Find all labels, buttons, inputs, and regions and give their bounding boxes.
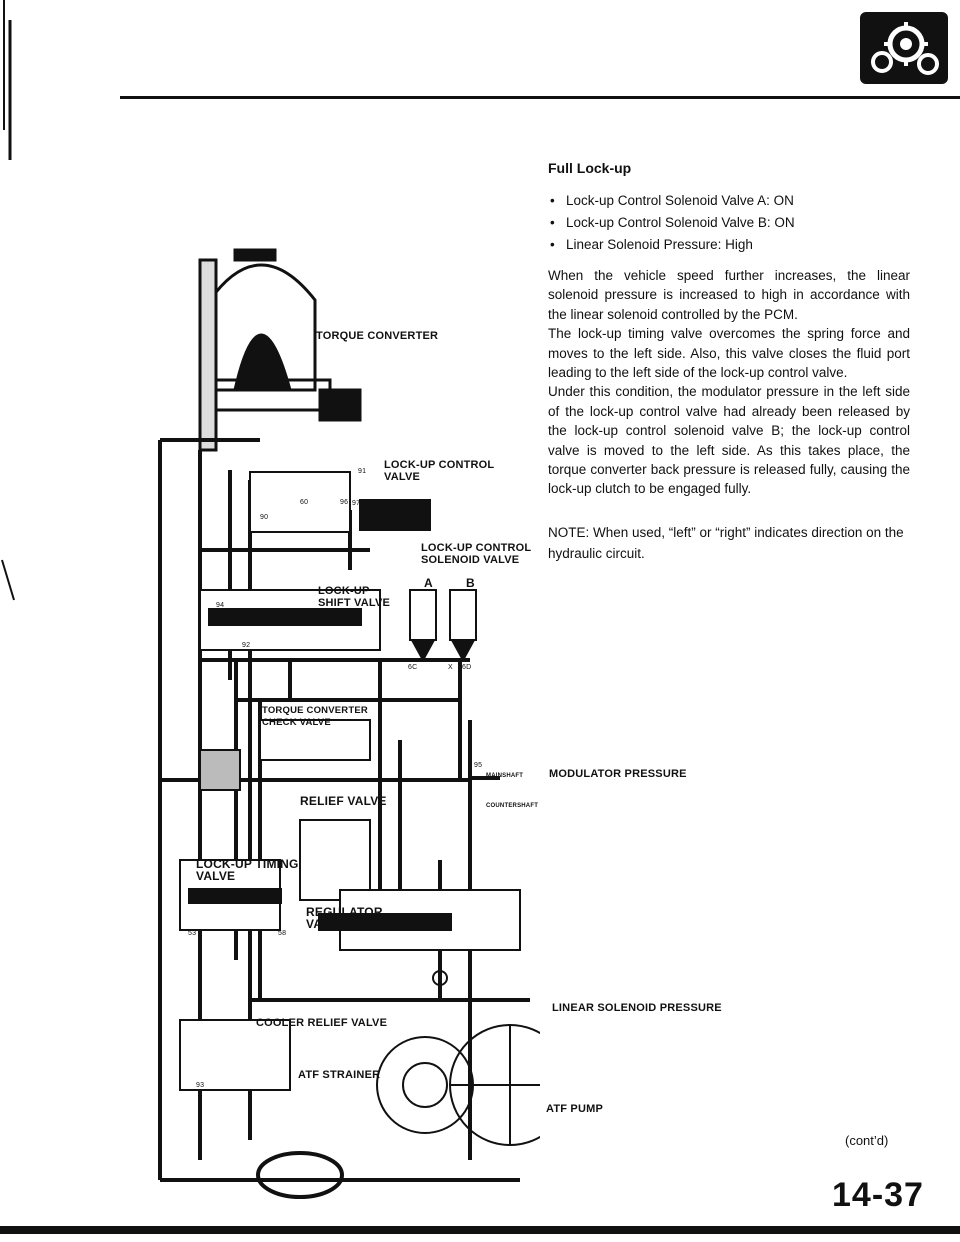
continued-label: (cont’d) (845, 1133, 889, 1148)
mainshaft-label: MAINSHAFT (486, 773, 524, 779)
condition-item: Linear Solenoid Pressure: High (548, 234, 928, 256)
paragraph: When the vehicle speed further increases… (548, 268, 910, 322)
label-line: VALVE (384, 471, 421, 483)
lockup-timing-valve-label: LOCK-UP TIMING VALVE (196, 858, 299, 882)
condition-list: Lock-up Control Solenoid Valve A: ON Loc… (548, 190, 928, 256)
countershaft-label: COUNTERSHAFT (486, 803, 539, 809)
label-line: LOCK-UP TIMING (196, 857, 299, 871)
port-number: 91 (358, 468, 367, 475)
port-number: 53 (188, 930, 197, 937)
condition-item: Lock-up Control Solenoid Valve B: ON (548, 212, 928, 234)
label-line: LOCK-UP (318, 585, 370, 597)
port-number: 58 (278, 930, 287, 937)
label-line: VALVE (306, 917, 346, 931)
label-line: LOCK-UP CONTROL (421, 542, 532, 554)
torque-converter-label: TORQUE CONVERTER (316, 330, 439, 342)
relief-valve-label: RELIEF VALVE (300, 794, 387, 808)
label-line: CHECK VALVE (262, 717, 331, 728)
lockup-control-valve-label: LOCK-UP CONTROL VALVE (384, 459, 494, 483)
note-text: NOTE: When used, “left” or “right” indic… (548, 525, 904, 561)
section-title: Full Lock-up (548, 160, 632, 176)
label-line: REGULATOR (306, 905, 383, 919)
port-number: 97 (352, 500, 361, 507)
solenoid-a-label: A (424, 576, 433, 590)
label-line: LOCK-UP CONTROL (384, 459, 495, 471)
regulator-valve-label: REGULATOR VALVE (306, 906, 383, 930)
modulator-pressure-label: MODULATOR PRESSURE (549, 768, 687, 780)
paragraph: Under this condition, the modulator pres… (548, 384, 910, 497)
lockup-control-solenoid-label: LOCK-UP CONTROL SOLENOID VALVE (421, 542, 531, 566)
port-number: 90 (260, 514, 269, 521)
atf-pump-label: ATF PUMP (546, 1103, 604, 1115)
label-line: TORQUE CONVERTER (262, 705, 368, 716)
header-rule (120, 96, 960, 99)
condition-item: Lock-up Control Solenoid Valve A: ON (548, 190, 928, 212)
atf-pump-drawing (376, 1024, 540, 1146)
port-number: 92 (242, 642, 251, 649)
solenoid-valves-drawing (409, 589, 477, 663)
port-number: 6D (462, 664, 472, 671)
linear-solenoid-pressure-label: LINEAR SOLENOID PRESSURE (552, 1002, 722, 1014)
atf-strainer-drawing (256, 1151, 344, 1199)
label-line: SHIFT VALVE (318, 597, 391, 609)
paragraph: The lock-up timing valve overcomes the s… (548, 326, 910, 381)
tc-check-valve-label: TORQUE CONVERTER CHECK VALVE (262, 705, 368, 729)
label-line: SOLENOID VALVE (421, 554, 520, 566)
cooler-relief-valve-label: COOLER RELIEF VALVE (256, 1017, 388, 1029)
footer-rule (0, 1226, 960, 1234)
port-number: 95 (474, 762, 483, 769)
port-number: X (448, 664, 453, 671)
lockup-shift-valve-label: LOCK-UP SHIFT VALVE (318, 585, 390, 609)
hydraulic-circuit-diagram (158, 248, 540, 1199)
port-number: 93 (196, 1082, 205, 1089)
binding-edge (1, 0, 15, 601)
atf-strainer-label: ATF STRAINER (298, 1069, 381, 1081)
port-number: 94 (216, 602, 225, 609)
port-number: 60 (300, 499, 309, 506)
body-text: When the vehicle speed further increases… (548, 266, 910, 499)
torque-converter-drawing (198, 248, 362, 452)
port-number: 96 (340, 499, 349, 506)
label-line: VALVE (196, 869, 236, 883)
transmission-gears-icon (858, 10, 950, 86)
port-number: 6C (408, 664, 418, 671)
page-number: 14-37 (832, 1176, 924, 1214)
solenoid-b-label: B (466, 576, 475, 590)
